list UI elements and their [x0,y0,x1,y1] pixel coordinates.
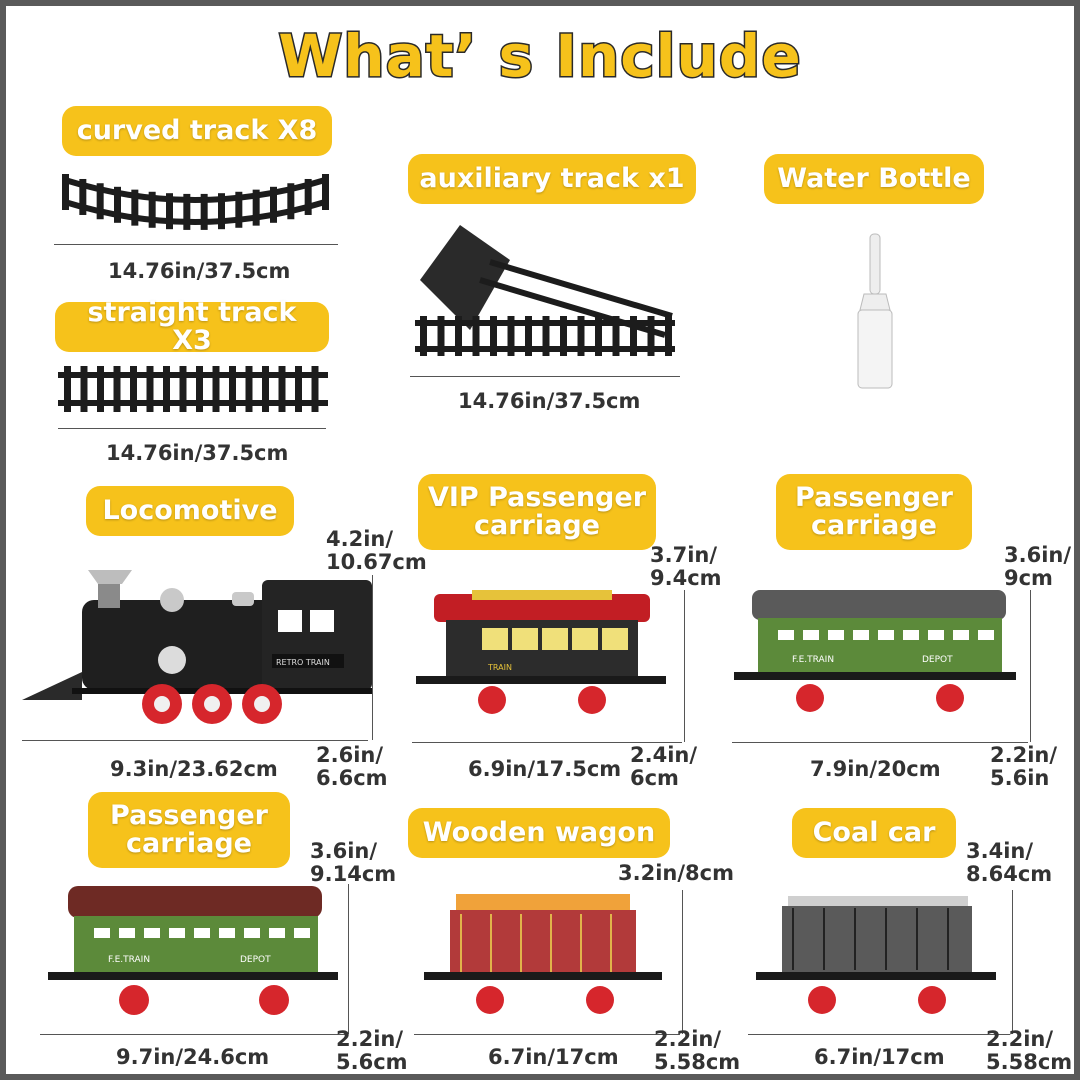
straight-track-label: straight track X3 [55,299,329,355]
passenger-carriage-1-image: F.E.TRAIN DEPOT [734,590,1016,712]
locomotive-image: RETRO TRAIN [22,570,372,724]
passenger-carriage-2-vrule [348,884,349,1034]
vip-carriage-height-dim: 3.7in/ 9.4cm [650,543,722,590]
coal-car-height-dim: 3.4in/ 8.64cm [966,839,1053,886]
straight-track-rule [58,428,326,429]
wooden-wagon-image [424,894,662,1014]
locomotive-label: Locomotive [86,486,294,536]
passenger-carriage-2-label: Passenger carriage [88,792,290,868]
vip-carriage-image: TRAIN [416,590,666,714]
passenger-carriage-1-rule [732,742,1028,743]
auxiliary-track-dim: 14.76in/37.5cm [458,389,641,413]
passenger-carriage-1-depth-dim: 2.2in/ 5.6in [990,743,1058,790]
coal-car-image [756,896,996,1014]
straight-track-dim: 14.76in/37.5cm [106,441,289,465]
locomotive-vrule [372,575,373,740]
coal-car-depth-dim: 2.2in/ 5.58cm [986,1027,1073,1074]
coal-car-vrule [1012,890,1013,1034]
passenger-carriage-1-width-dim: 7.9in/20cm [810,757,941,781]
curved-track-dim: 14.76in/37.5cm [108,259,291,283]
passenger-carriage-2-rule [40,1034,346,1035]
vip-carriage-depth-dim: 2.4in/ 6cm [630,743,698,790]
vip-carriage-rule [412,742,682,743]
wooden-wagon-depth-dim: 2.2in/ 5.58cm [654,1027,741,1074]
passenger-carriage-1-plate-left: F.E.TRAIN [792,655,834,665]
coal-car-rule [748,1034,1010,1035]
wooden-wagon-width-dim: 6.7in/17cm [488,1045,619,1069]
straight-track-image [58,366,328,412]
locomotive-depth-dim: 2.6in/ 6.6cm [316,743,388,790]
auxiliary-track-rule [410,376,680,377]
passenger-carriage-2-image: F.E.TRAIN DEPOT [48,886,338,1015]
passenger-carriage-2-plate-right: DEPOT [240,955,271,965]
coal-car-label: Coal car [792,808,956,858]
water-bottle-label: Water Bottle [764,154,984,204]
wooden-wagon-rule [414,1034,680,1035]
passenger-carriage-1-label: Passenger carriage [776,474,972,550]
vip-carriage-label: VIP Passenger carriage [418,474,656,550]
auxiliary-track-image [415,225,675,356]
passenger-carriage-1-plate-right: DEPOT [922,655,953,665]
vip-carriage-vrule [684,590,685,742]
vip-carriage-plate: TRAIN [487,663,512,672]
locomotive-plate: RETRO TRAIN [276,658,330,667]
wooden-wagon-height-dim: 3.2in/8cm [618,861,734,885]
coal-car-width-dim: 6.7in/17cm [814,1045,945,1069]
passenger-carriage-2-plate-left: F.E.TRAIN [108,955,150,965]
curved-track-image [62,174,329,230]
locomotive-rule [22,740,368,741]
passenger-carriage-2-height-dim: 3.6in/ 9.14cm [310,839,397,886]
auxiliary-track-label: auxiliary track x1 [408,154,696,204]
page-title: What’ s Include [277,21,802,92]
wooden-wagon-label: Wooden wagon [408,808,670,858]
locomotive-height-dim: 4.2in/ 10.67cm [326,527,427,574]
curved-track-rule [54,244,338,245]
vip-carriage-width-dim: 6.9in/17.5cm [468,757,622,781]
passenger-carriage-1-vrule [1030,590,1031,742]
locomotive-width-dim: 9.3in/23.62cm [110,757,278,781]
water-bottle-image [857,233,893,389]
curved-track-label: curved track X8 [62,106,332,156]
passenger-carriage-2-depth-dim: 2.2in/ 5.6cm [336,1027,408,1074]
passenger-carriage-1-height-dim: 3.6in/ 9cm [1004,543,1072,590]
wooden-wagon-vrule [682,890,683,1034]
passenger-carriage-2-width-dim: 9.7in/24.6cm [116,1045,270,1069]
